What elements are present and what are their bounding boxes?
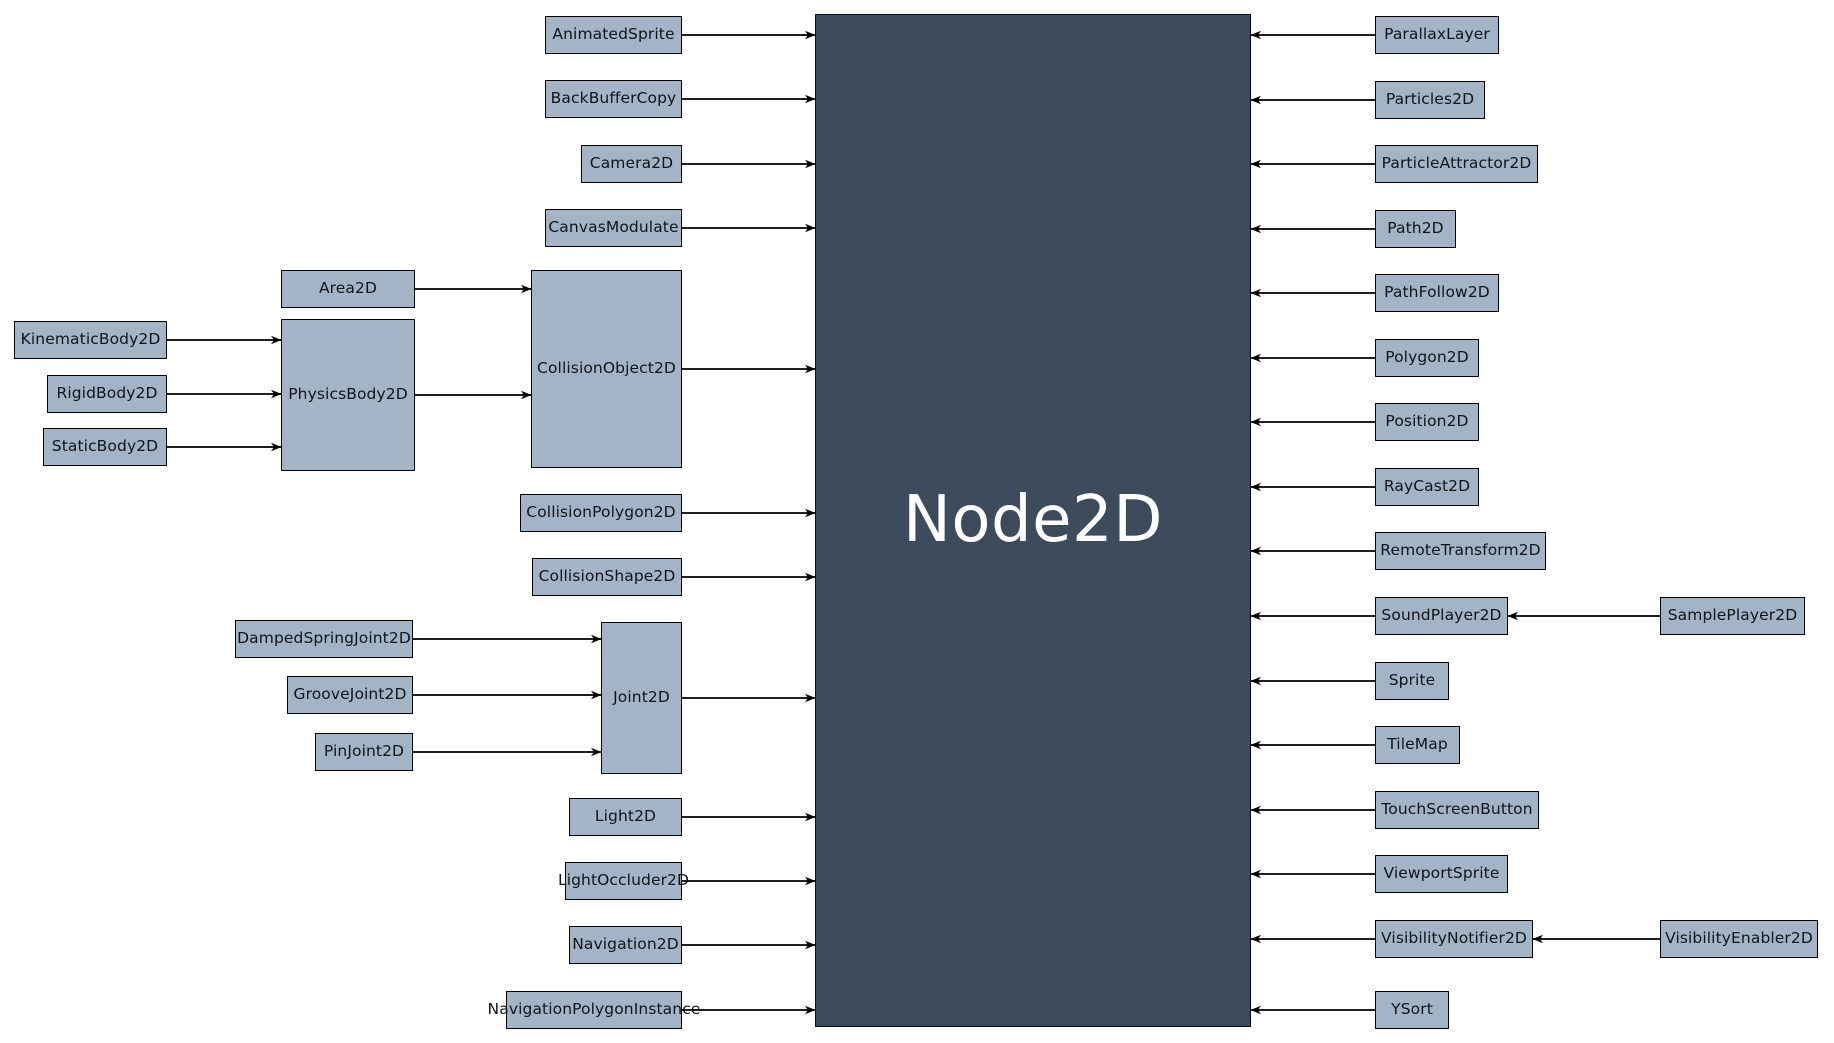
class-node-label: Camera2D [589, 154, 674, 173]
class-node-lightoccluder2d[interactable]: LightOccluder2D [558, 862, 689, 900]
class-node-rigidbody2d[interactable]: RigidBody2D [47, 375, 167, 413]
class-node-particleattractor2d[interactable]: ParticleAttractor2D [1375, 145, 1538, 183]
class-node-position2d[interactable]: Position2D [1375, 403, 1479, 441]
class-node-collisionshape2d[interactable]: CollisionShape2D [532, 558, 682, 596]
class-node-sprite[interactable]: Sprite [1375, 662, 1449, 700]
class-node-label: SamplePlayer2D [1667, 606, 1798, 625]
root-node-root[interactable]: Node2D [815, 14, 1251, 1027]
class-node-label: CollisionShape2D [538, 567, 676, 586]
class-node-physicsbody2d[interactable]: PhysicsBody2D [281, 319, 415, 471]
class-node-visibilitynotifier2d[interactable]: VisibilityNotifier2D [1375, 920, 1533, 958]
class-node-soundplayer2d[interactable]: SoundPlayer2D [1375, 597, 1508, 635]
class-node-label: TileMap [1387, 735, 1448, 754]
class-node-navigation2d[interactable]: Navigation2D [569, 926, 682, 964]
class-node-camera2d[interactable]: Camera2D [581, 145, 682, 183]
class-node-label: GrooveJoint2D [293, 685, 407, 704]
class-node-label: RayCast2D [1383, 477, 1471, 496]
class-node-joint2d[interactable]: Joint2D [601, 622, 682, 774]
class-node-label: KinematicBody2D [20, 330, 161, 349]
class-node-label: VisibilityNotifier2D [1381, 929, 1527, 948]
class-node-label: Position2D [1385, 412, 1469, 431]
class-node-label: CanvasModulate [548, 218, 679, 237]
class-node-label: ParticleAttractor2D [1381, 154, 1532, 173]
class-node-area2d[interactable]: Area2D [281, 270, 415, 308]
class-node-backbuffercopy[interactable]: BackBufferCopy [545, 80, 682, 118]
class-node-label: PinJoint2D [323, 742, 405, 761]
class-node-label: NavigationPolygonInstance [487, 1000, 701, 1019]
class-node-label: Area2D [318, 279, 378, 298]
class-node-light2d[interactable]: Light2D [569, 798, 682, 836]
class-node-label: DampedSpringJoint2D [237, 629, 411, 648]
class-node-ysort[interactable]: YSort [1375, 991, 1449, 1029]
class-node-label: Particles2D [1385, 90, 1475, 109]
class-node-collisionobject2d[interactable]: CollisionObject2D [531, 270, 682, 468]
class-node-canvasmodulate[interactable]: CanvasModulate [545, 209, 682, 247]
class-node-label: Sprite [1388, 671, 1436, 690]
class-node-pinjoint2d[interactable]: PinJoint2D [315, 733, 413, 771]
class-node-label: CollisionObject2D [537, 359, 676, 378]
class-node-kinematicbody2d[interactable]: KinematicBody2D [14, 321, 167, 359]
class-node-dampedspringjoint2d[interactable]: DampedSpringJoint2D [235, 620, 413, 658]
class-node-label: Node2D [902, 482, 1164, 557]
class-node-label: Path2D [1387, 219, 1444, 238]
class-node-label: PathFollow2D [1384, 283, 1490, 302]
class-node-pathfollow2d[interactable]: PathFollow2D [1375, 274, 1499, 312]
class-node-label: BackBufferCopy [550, 89, 677, 108]
class-node-groovejoint2d[interactable]: GrooveJoint2D [287, 676, 413, 714]
class-node-label: ViewportSprite [1383, 864, 1500, 883]
class-node-polygon2d[interactable]: Polygon2D [1375, 339, 1479, 377]
class-node-label: CollisionPolygon2D [526, 503, 676, 522]
class-node-label: RemoteTransform2D [1380, 541, 1541, 560]
class-node-animatedsprite[interactable]: AnimatedSprite [545, 16, 682, 54]
class-node-label: Navigation2D [572, 935, 679, 954]
class-node-path2d[interactable]: Path2D [1375, 210, 1456, 248]
class-node-touchscreenbutton[interactable]: TouchScreenButton [1375, 791, 1539, 829]
class-node-label: Polygon2D [1385, 348, 1469, 367]
class-node-label: RigidBody2D [56, 384, 158, 403]
class-node-tilemap[interactable]: TileMap [1375, 726, 1460, 764]
class-node-label: SoundPlayer2D [1381, 606, 1502, 625]
class-node-parallaxlayer[interactable]: ParallaxLayer [1375, 16, 1499, 54]
class-node-viewportsprite[interactable]: ViewportSprite [1375, 855, 1508, 893]
class-node-visibilityenabler2d[interactable]: VisibilityEnabler2D [1660, 920, 1818, 958]
class-node-label: LightOccluder2D [557, 871, 690, 890]
class-node-label: TouchScreenButton [1381, 800, 1533, 819]
class-node-staticbody2d[interactable]: StaticBody2D [43, 428, 167, 466]
class-node-label: YSort [1391, 1000, 1433, 1019]
class-node-label: Joint2D [613, 688, 670, 707]
class-node-raycast2d[interactable]: RayCast2D [1375, 468, 1479, 506]
class-node-navigationpolygoninstance[interactable]: NavigationPolygonInstance [488, 991, 700, 1029]
class-node-remotetransform2d[interactable]: RemoteTransform2D [1375, 532, 1546, 570]
class-node-label: VisibilityEnabler2D [1665, 929, 1813, 948]
class-node-label: StaticBody2D [51, 437, 159, 456]
class-node-label: PhysicsBody2D [288, 385, 408, 404]
class-node-particles2d[interactable]: Particles2D [1375, 81, 1485, 119]
class-node-label: Light2D [594, 807, 657, 826]
class-node-collisionpolygon2d[interactable]: CollisionPolygon2D [520, 494, 682, 532]
class-node-sampleplayer2d[interactable]: SamplePlayer2D [1660, 597, 1805, 635]
class-node-label: AnimatedSprite [552, 25, 675, 44]
class-node-label: ParallaxLayer [1384, 25, 1490, 44]
